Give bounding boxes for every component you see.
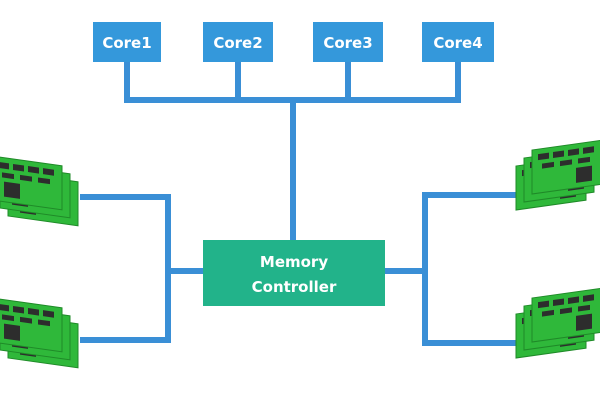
memory-chip [583,146,594,154]
core2-label: Core2 [213,34,262,52]
memory-chip [43,310,54,318]
core1-label: Core1 [102,34,151,52]
memory-chip [20,174,32,182]
memory-chip [28,308,39,316]
memory-module-top-right [515,139,600,211]
memory-chip [560,159,572,167]
memory-chip [568,148,579,156]
memory-chip [542,309,554,317]
memory-chip [578,304,590,312]
memory-chip [553,150,564,159]
core2-box: Core2 [203,22,273,62]
memory-chip [560,307,572,315]
core1-box: Core1 [93,22,161,62]
memory-chip [38,319,50,327]
memory-chip [0,303,9,312]
memory-chip [542,161,554,169]
memory-controller-label-line1: Memory [260,253,328,271]
memory-controller-box: Memory Controller [203,240,385,306]
memory-chip [578,156,590,164]
memory-chip [583,294,594,302]
core3-box: Core3 [313,22,383,62]
memory-chip [2,172,14,180]
core4-label: Core4 [433,34,482,52]
core3-label: Core3 [323,34,372,52]
memory-board [0,155,63,211]
bus-lines [80,62,520,346]
memory-main-chip [576,165,592,183]
memory-chip [2,314,14,322]
memory-module-bottom-left [0,297,79,369]
memory-main-chip [4,181,20,199]
memory-chip [538,152,549,161]
memory-chip [0,161,9,170]
memory-module-bottom-right [515,287,600,359]
memory-chip [43,168,54,176]
memory-chip [13,305,24,314]
memory-chip [13,163,24,172]
memory-board [0,297,63,353]
memory-chip [28,166,39,174]
memory-main-chip [576,313,592,331]
memory-chip [538,300,549,309]
core4-box: Core4 [422,22,494,62]
memory-board [531,139,600,195]
memory-chip [38,177,50,185]
memory-main-chip [4,323,20,341]
memory-controller-label-line2: Controller [252,278,337,296]
memory-chip [568,296,579,304]
memory-chip [553,298,564,307]
memory-module-top-left [0,155,79,227]
memory-chip [20,316,32,324]
memory-board [531,287,600,343]
